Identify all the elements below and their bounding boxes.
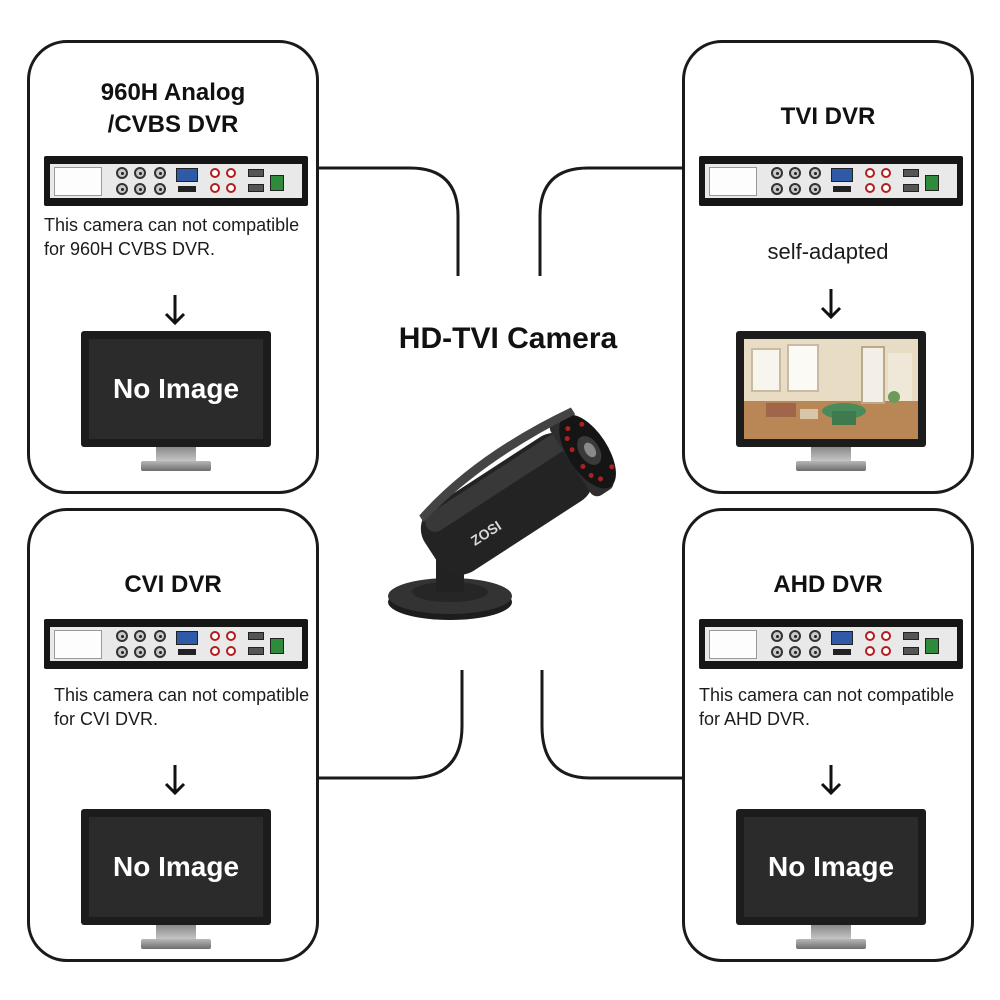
no-image-text: No Image bbox=[112, 851, 240, 882]
compatibility-note: This camera can not compatible for CVI D… bbox=[54, 685, 310, 729]
self-adapted-note: self-adapted bbox=[767, 239, 889, 264]
camera-title: HD-TVI Camera bbox=[398, 322, 618, 355]
down-arrow-icon bbox=[164, 295, 186, 326]
connector-top-right bbox=[538, 166, 682, 276]
dvr-spec-label bbox=[709, 167, 757, 196]
monitor: No Image bbox=[81, 331, 271, 471]
down-arrow-icon bbox=[820, 765, 842, 796]
monitor bbox=[736, 331, 926, 471]
connector-bottom-right bbox=[540, 670, 682, 780]
dvr-rear-panel bbox=[44, 619, 308, 669]
bullet-camera-image: ZOSI bbox=[388, 407, 616, 620]
dvr-rear-panel bbox=[699, 619, 963, 669]
connector-bottom-left bbox=[318, 670, 464, 780]
no-image-text: No Image bbox=[767, 851, 895, 882]
panel-title-line1: 960H Analog bbox=[100, 79, 246, 106]
panel-ahd-dvr: AHD DVR This camera can not compatible f… bbox=[682, 508, 974, 962]
compatibility-note: This camera can not compatible for 960H … bbox=[44, 215, 300, 259]
dvr-rear-panel bbox=[699, 156, 963, 206]
panel-title: AHD DVR bbox=[773, 571, 883, 598]
panel-title: TVI DVR bbox=[780, 103, 876, 130]
dvr-rear-panel bbox=[44, 156, 308, 206]
dvr-spec-label bbox=[54, 167, 102, 196]
panel-title: 960H Analog /CVBS DVR bbox=[30, 77, 316, 141]
panel-tvi-dvr: TVI DVR self-adapted bbox=[682, 40, 974, 494]
no-image-text: No Image bbox=[112, 373, 240, 404]
panel-cvi-dvr: CVI DVR This camera can not compatible f… bbox=[27, 508, 319, 962]
down-arrow-icon bbox=[164, 765, 186, 796]
living-room-image bbox=[744, 339, 918, 439]
compatibility-note: This camera can not compatible for AHD D… bbox=[699, 685, 955, 729]
monitor: No Image bbox=[81, 809, 271, 949]
panel-title: CVI DVR bbox=[124, 571, 222, 598]
panel-960h-dvr: 960H Analog /CVBS DVR This camera can no… bbox=[27, 40, 319, 494]
connector-top-left bbox=[318, 166, 460, 276]
dvr-spec-label bbox=[709, 630, 757, 659]
monitor: No Image bbox=[736, 809, 926, 949]
down-arrow-icon bbox=[820, 289, 842, 320]
dvr-spec-label bbox=[54, 630, 102, 659]
panel-title-line2: /CVBS DVR bbox=[107, 111, 239, 138]
